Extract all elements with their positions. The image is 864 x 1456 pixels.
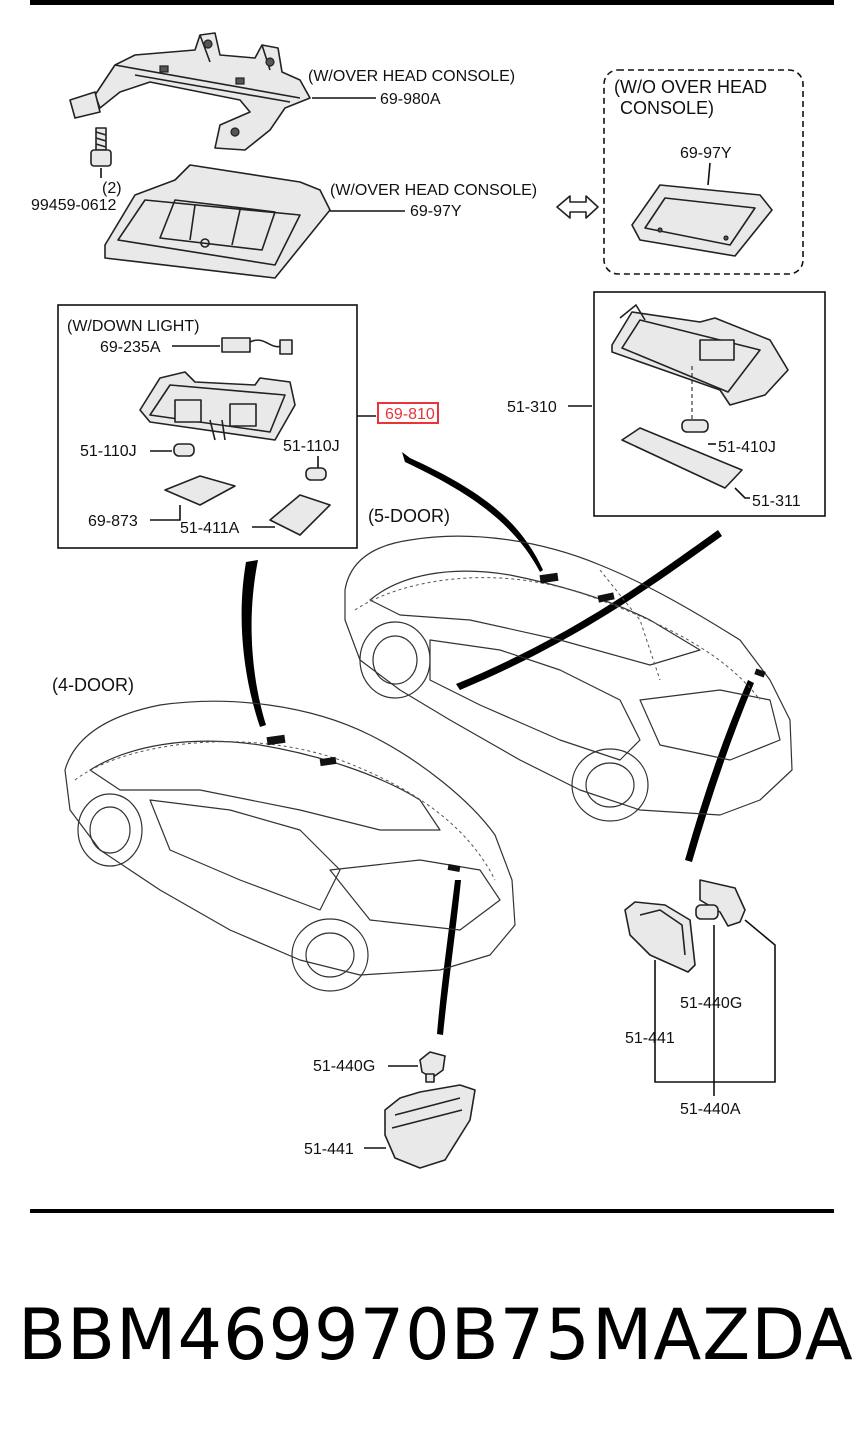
- bulb-410j-drawing: [681, 419, 709, 433]
- highlight-box: [377, 402, 439, 424]
- overhead-console-drawing: [104, 164, 331, 279]
- cargo-bulb-bottom-drawing: [419, 1051, 446, 1083]
- bolt-part-number: 99459-0612: [31, 197, 117, 214]
- five-door-car-drawing: [344, 535, 793, 822]
- bulb-left-part-number: 51-110J: [80, 443, 137, 460]
- without-console-note-line2: CONSOLE): [620, 98, 714, 118]
- sunvisor-lamp-part-number: 51-310: [507, 399, 557, 416]
- connector-lines: [241, 452, 754, 1035]
- console-part-number: 69-97Y: [410, 203, 462, 220]
- bulb-right-drawing: [305, 467, 327, 481]
- bracket-note: (W/OVER HEAD CONSOLE): [308, 68, 515, 85]
- down-light-note: (W/DOWN LIGHT): [67, 318, 199, 335]
- four-door-car-drawing: [64, 700, 516, 992]
- bottom-rule: [30, 1209, 834, 1213]
- top-rule: [30, 0, 834, 5]
- lens-left-drawing: [164, 475, 236, 506]
- lamp-lens-drawing: [621, 427, 743, 489]
- bulb-410j-part-number: 51-410J: [718, 439, 776, 456]
- lens-left-part-number: 69-873: [88, 513, 138, 530]
- without-console-note-line1: (W/O OVER HEAD: [614, 77, 767, 97]
- interchange-arrow: [556, 195, 599, 219]
- bracket-part-number: 69-980A: [380, 91, 441, 108]
- cargo-lamp-bottom-drawing: [384, 1084, 476, 1169]
- bolt-qty-label: (2): [102, 180, 122, 197]
- down-light-unit-drawing: [139, 371, 296, 441]
- down-light-box: [57, 304, 358, 549]
- map-lamp-box: [593, 291, 826, 517]
- cargo-socket-part-number: 51-440A: [680, 1101, 741, 1118]
- console-cover-drawing: [631, 184, 773, 257]
- cargo-bulb-bottom-part-number: 51-440G: [313, 1058, 375, 1075]
- brand-footer: MAZDA: [592, 1294, 854, 1376]
- lens-right-drawing: [269, 494, 331, 536]
- down-light-part-number: 69-810: [385, 406, 435, 423]
- cargo-lens-right-part-number: 51-441: [625, 1030, 675, 1047]
- part-number-footer: BBM469970B75: [18, 1294, 591, 1376]
- five-door-label: (5-DOOR): [368, 506, 450, 526]
- lens-right-part-number: 51-411A: [180, 520, 240, 537]
- harness-part-number: 69-235A: [100, 339, 161, 356]
- bolt-drawing: [90, 127, 112, 167]
- cargo-lamp-right-drawing: [624, 879, 746, 973]
- without-console-box: [603, 69, 804, 275]
- without-console-part-number: 69-97Y: [680, 145, 732, 162]
- bulb-left-drawing: [173, 443, 195, 457]
- bracket-69-980a-drawing: [69, 32, 311, 151]
- four-door-label: (4-DOOR): [52, 675, 134, 695]
- cargo-lens-bottom-part-number: 51-441: [304, 1141, 354, 1158]
- lamp-lens-part-number: 51-311: [752, 493, 801, 510]
- console-note: (W/OVER HEAD CONSOLE): [330, 182, 537, 199]
- bulb-right-part-number: 51-110J: [283, 438, 340, 455]
- harness-drawing: [221, 337, 293, 355]
- cargo-bulb-right-part-number: 51-440G: [680, 995, 742, 1012]
- sunvisor-lamp-drawing: [611, 304, 789, 406]
